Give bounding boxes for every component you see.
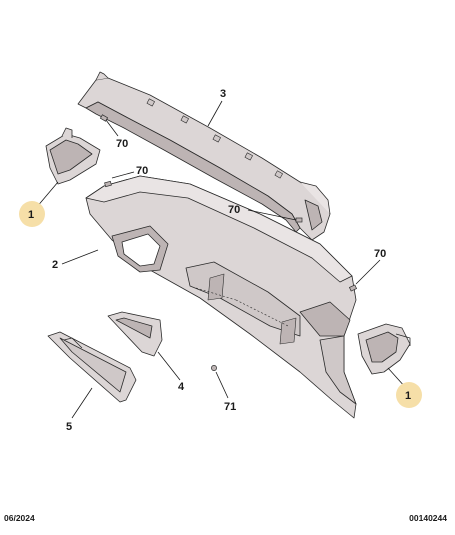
leader-70c [247, 209, 297, 221]
part-4-cover [107, 311, 163, 357]
callout-3: 3 [220, 88, 226, 100]
leader-4 [157, 351, 181, 381]
callout-1b: 1 [405, 390, 411, 402]
callout-5: 5 [66, 421, 72, 433]
callout-70d: 70 [374, 248, 386, 260]
highlight-callout-1b [396, 382, 422, 408]
leader-2 [61, 249, 99, 265]
fastener-symbols [99, 114, 358, 371]
leader-5 [71, 387, 93, 419]
clip-70-c [295, 217, 303, 223]
leader-71 [215, 371, 229, 399]
clip-70-d [348, 284, 358, 292]
part-5-lower-piece [47, 331, 137, 403]
leader-70d [355, 259, 381, 285]
screw-71 [211, 365, 217, 371]
footer-reference: 00140244 [409, 513, 447, 523]
leader-70b [111, 171, 135, 179]
highlight-callout-1a [19, 201, 45, 227]
leader-lines [35, 100, 407, 419]
clip-70-b [104, 180, 112, 188]
callout-71: 71 [224, 401, 236, 413]
part-1-left-side-trim [45, 127, 101, 185]
footer-date: 06/2024 [4, 513, 35, 523]
callout-70b: 70 [136, 165, 148, 177]
part-2-lower-panel [85, 175, 357, 419]
part-1-right-side-trim [357, 323, 411, 375]
clip-70-a [99, 114, 109, 122]
callout-1a: 1 [28, 209, 34, 221]
callout-2: 2 [52, 259, 58, 271]
part-3-upper-trim [77, 71, 331, 241]
callout-70c: 70 [228, 204, 240, 216]
leader-3 [207, 100, 223, 127]
leader-70a [105, 119, 119, 137]
callout-70a: 70 [116, 138, 128, 150]
callout-4: 4 [178, 381, 185, 393]
